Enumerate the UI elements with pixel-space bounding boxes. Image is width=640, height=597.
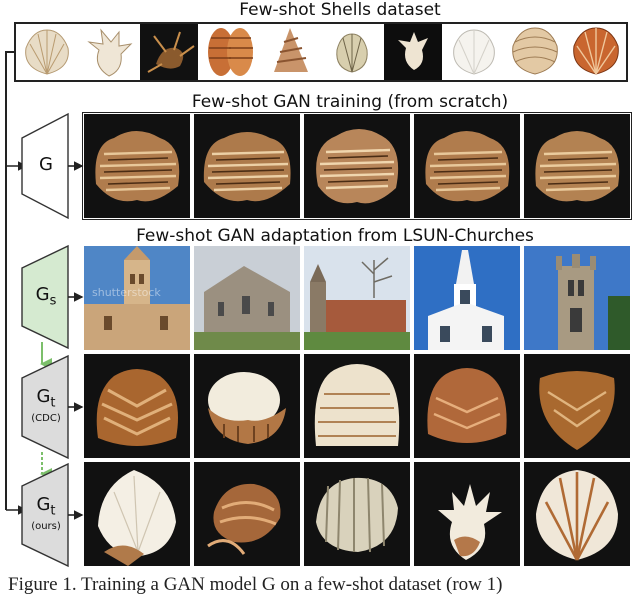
ours-sample-1 <box>84 462 190 566</box>
dataset-shell-9 <box>506 24 564 80</box>
generator-gt-ours-shape <box>21 462 69 568</box>
ours-sample-5 <box>524 462 630 566</box>
dataset-shell-10 <box>567 24 625 80</box>
ours-sample-3 <box>304 462 410 566</box>
cdc-sample-3 <box>304 354 410 458</box>
dataset-row-title: Few-shot Shells dataset <box>239 0 441 20</box>
cdc-sample-5 <box>524 354 630 458</box>
dataset-shell-6 <box>323 24 381 80</box>
church-sample-2 <box>194 246 300 350</box>
generator-g-name: G <box>39 154 53 175</box>
dataset-shell-3 <box>140 24 198 80</box>
dataset-shell-7 <box>384 24 442 80</box>
scratch-sample-5 <box>524 114 630 218</box>
church-sample-1: shutterstock <box>84 246 190 350</box>
generator-g-shape <box>21 112 69 220</box>
generator-g-label: G <box>26 154 66 175</box>
ours-sample-2 <box>194 462 300 566</box>
generator-gt-cdc-tag: (CDC) <box>31 412 61 424</box>
generator-gt-cdc-name: G <box>36 386 51 407</box>
cdc-sample-2 <box>194 354 300 458</box>
dataset-shell-2 <box>79 24 137 80</box>
generator-gt-ours-name: G <box>36 494 51 515</box>
generator-gs-label: Gs <box>26 284 66 309</box>
generator-gt-cdc-subscript: t <box>50 395 56 411</box>
church-sample-4 <box>414 246 520 350</box>
dataset-image-strip <box>14 22 628 82</box>
generator-gt-cdc-label: Gt (CDC) <box>24 386 68 424</box>
ours-sample-4 <box>414 462 520 566</box>
generator-gs-subscript: s <box>49 293 57 309</box>
scratch-sample-3 <box>304 114 410 218</box>
scratch-sample-4 <box>414 114 520 218</box>
dataset-shell-1 <box>18 24 76 80</box>
cdc-sample-1 <box>84 354 190 458</box>
generator-gs-shape <box>21 244 69 350</box>
generator-gt-cdc-shape <box>21 354 69 460</box>
dataset-connector-line <box>5 51 14 510</box>
scratch-row-title: Few-shot GAN training (from scratch) <box>191 92 509 112</box>
dataset-shell-5 <box>262 24 320 80</box>
generator-gt-ours-tag: (ours) <box>31 520 61 532</box>
watermark-text: shutterstock <box>92 286 161 299</box>
architecture-diagram <box>5 51 84 568</box>
church-sample-3 <box>304 246 410 350</box>
generator-gt-ours-label: Gt (ours) <box>24 494 68 532</box>
generator-gs-name: G <box>35 284 50 305</box>
church-sample-5 <box>524 246 630 350</box>
cdc-sample-4 <box>414 354 520 458</box>
generator-gt-ours-subscript: t <box>50 503 56 519</box>
scratch-sample-1 <box>84 114 190 218</box>
dataset-shell-4 <box>201 24 259 80</box>
dataset-shell-8 <box>445 24 503 80</box>
scratch-sample-2 <box>194 114 300 218</box>
adaptation-row-title: Few-shot GAN adaptation from LSUN-Church… <box>136 226 534 246</box>
figure-caption: Figure 1. Training a GAN model G on a fe… <box>8 574 503 595</box>
